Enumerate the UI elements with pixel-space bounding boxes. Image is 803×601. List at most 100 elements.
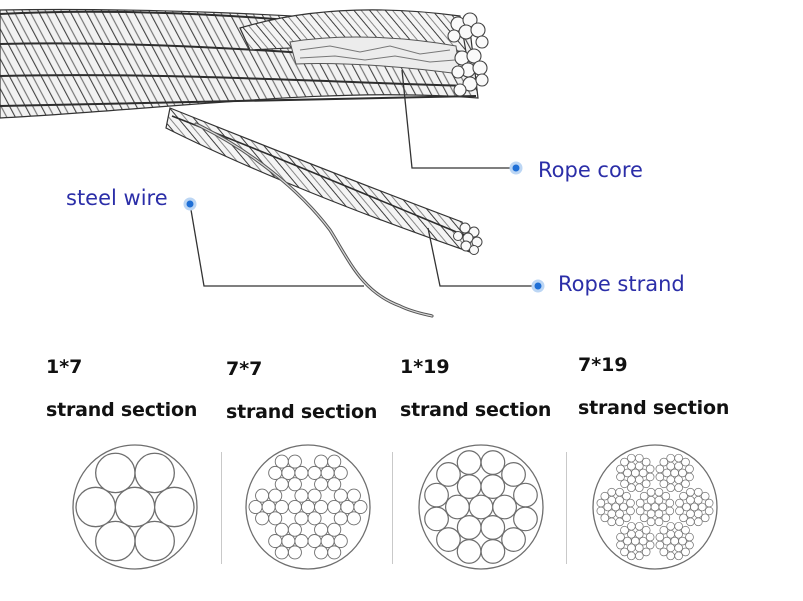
wire (645, 532, 655, 542)
wire (641, 457, 651, 467)
wire (635, 483, 644, 493)
wire (333, 511, 348, 526)
wire (327, 477, 342, 492)
wire (307, 534, 322, 549)
wire (596, 506, 606, 516)
wire (619, 502, 628, 512)
wire (424, 482, 449, 508)
wire (154, 486, 195, 528)
wire (675, 506, 684, 516)
section-label-7x7: strand section (226, 401, 378, 423)
wire (480, 474, 506, 499)
wire (654, 495, 664, 505)
wire (615, 517, 624, 527)
wire (661, 491, 671, 501)
wire (616, 532, 625, 542)
steel-wire-dot (183, 197, 197, 211)
wire (693, 495, 703, 505)
wire (685, 472, 694, 482)
wire (616, 464, 625, 474)
wire (681, 457, 690, 467)
wire (679, 513, 688, 523)
wire (665, 506, 675, 516)
wire (75, 486, 116, 528)
wire (674, 461, 683, 471)
wire (468, 494, 494, 520)
wire (681, 479, 690, 489)
wire (686, 495, 695, 505)
wire (654, 517, 664, 527)
wire (134, 520, 175, 562)
section-separator (566, 452, 567, 564)
wire (655, 464, 665, 474)
wire (645, 540, 655, 550)
section-separator (221, 452, 222, 564)
wire (620, 547, 629, 557)
wire (697, 502, 707, 512)
wire (686, 517, 695, 527)
wire (635, 506, 645, 516)
wire (95, 452, 136, 494)
wire (600, 491, 610, 501)
wire (645, 464, 655, 474)
callout-leaders (189, 69, 538, 287)
wire (623, 536, 632, 546)
main-rope (0, 8, 489, 119)
wire (659, 457, 669, 467)
wire (274, 545, 289, 560)
wire (622, 491, 631, 501)
wire (456, 539, 482, 564)
wire (501, 462, 526, 487)
wire (346, 488, 361, 503)
wire (646, 495, 656, 505)
wire (627, 483, 636, 493)
rope-strand-illustration (165, 107, 483, 255)
section-separator (392, 452, 393, 564)
wire (445, 494, 470, 520)
wire (700, 513, 710, 523)
wire (674, 521, 683, 531)
wire (638, 468, 648, 478)
wire (685, 464, 694, 474)
wire (626, 506, 635, 516)
wire (255, 511, 270, 526)
wire (645, 472, 655, 482)
wire (456, 515, 482, 540)
wire (666, 529, 676, 539)
wire (641, 479, 651, 489)
wire (623, 468, 632, 478)
wire (294, 488, 309, 503)
wire (674, 453, 683, 463)
wire (480, 515, 506, 540)
wire (678, 468, 687, 478)
wire (340, 499, 355, 515)
wire (314, 545, 329, 560)
wire (685, 540, 694, 550)
wire (314, 454, 329, 469)
wire (666, 521, 675, 531)
wire (622, 513, 631, 523)
rope-core-leader (401, 69, 516, 169)
rope-strand-leader (427, 227, 538, 287)
wire (646, 487, 656, 497)
cross-section-1x19 (418, 444, 544, 570)
wire (679, 491, 688, 501)
section-code-1x19: 1*19 (400, 356, 450, 378)
wire (627, 521, 636, 531)
wire (675, 498, 684, 508)
wire (134, 452, 175, 494)
wire (666, 453, 675, 463)
wire (655, 472, 665, 482)
wire (314, 522, 329, 537)
wire (634, 529, 644, 539)
callout-dots (183, 161, 545, 293)
wire (674, 551, 683, 561)
wire (346, 511, 361, 526)
wire (333, 488, 348, 503)
wire (314, 477, 329, 492)
wire (281, 534, 296, 549)
wire (635, 498, 645, 508)
wire (665, 498, 675, 508)
wire (627, 461, 636, 471)
cross-section-7x19 (592, 444, 718, 570)
